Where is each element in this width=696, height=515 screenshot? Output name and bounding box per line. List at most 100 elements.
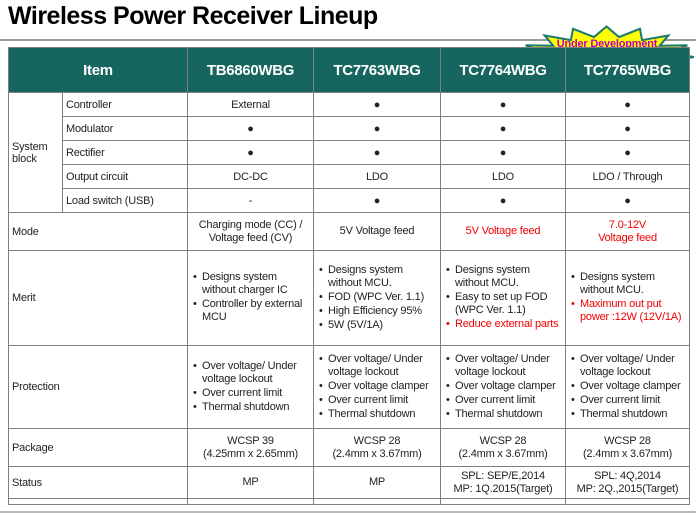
bullet-icon: • <box>446 264 450 276</box>
row-label-output-circuit: Output circuit <box>62 164 188 189</box>
stub-cell <box>187 498 314 505</box>
cell-modulator-2: ● <box>440 116 566 141</box>
product-lineup-table: Item TB6860WBG TC7763WBG TC7764WBG TC776… <box>8 47 690 505</box>
bullet-icon: • <box>319 263 323 276</box>
row-label-mode: Mode <box>8 212 188 251</box>
cell-merit-1: •Designs system without MCU.•FOD (WPC Ve… <box>313 250 441 346</box>
bullet-icon: • <box>319 290 323 303</box>
cell-output-1: LDO <box>313 164 441 189</box>
bullet-text: Reduce external parts <box>455 318 559 330</box>
cell-line: MP <box>242 476 259 488</box>
bullet-text: Designs system without MCU. <box>455 264 530 289</box>
bullet-item: • Thermal shutdown <box>444 408 562 421</box>
bullet-item: •Over voltage/ Under voltage lockout <box>444 353 562 379</box>
bullet-icon: • <box>319 352 323 365</box>
bullet-text: Controller by external MCU <box>202 298 303 323</box>
table-row-controller: System block Controller External ● ● ● <box>8 92 690 213</box>
bullet-item: •Thermal shutdown <box>569 408 686 421</box>
bullet-icon: • <box>193 400 197 413</box>
bullet-item: •Over voltage/ Under voltage lockout <box>317 353 437 379</box>
stub-cell <box>8 498 188 505</box>
bullet-icon: • <box>193 386 197 399</box>
cell-line: 5V Voltage feed <box>465 225 541 237</box>
bullet-icon: • <box>446 407 450 420</box>
bullet-icon: • <box>193 298 197 310</box>
cell-controller-3: ● <box>565 92 690 117</box>
cell-package-0: WCSP 39(4.25mm x 2.65mm) <box>187 428 314 467</box>
bullet-text: Thermal shutdown <box>455 407 543 420</box>
cell-protection-1: •Over voltage/ Under voltage lockout•Ove… <box>313 345 441 429</box>
header-product-tc7763wbg: TC7763WBG <box>313 47 441 93</box>
table-row-protection: Protection •Over voltage/ Under voltage … <box>8 345 690 429</box>
bullet-item: •Easy to set up FOD (WPC Ver. 1.1) <box>444 291 562 317</box>
bullet-text: Over voltage/ Under voltage lockout <box>580 352 675 378</box>
bullet-icon: • <box>319 407 323 420</box>
bullet-item: • Thermal shutdown <box>317 408 437 421</box>
cell-line: WCSP 39 <box>227 434 274 447</box>
cell-merit-2: • Designs system without MCU.•Easy to set… <box>440 250 566 346</box>
bullet-icon: • <box>571 298 575 310</box>
cell-line: WCSP 28 <box>353 434 401 447</box>
title-divider <box>0 39 696 41</box>
cell-controller-1: ● <box>313 92 441 117</box>
bullet-text: Over voltage clamper <box>328 379 429 392</box>
page-title: Wireless Power Receiver Lineup <box>8 2 378 30</box>
table-row-rectifier: Rectifier ● ● ● ● <box>9 140 690 165</box>
cell-line: Charging mode (CC) / <box>198 218 303 231</box>
bullet-icon: • <box>446 352 450 365</box>
cell-loadswitch-1: ● <box>313 188 441 213</box>
table-row-merit: Merit •Designs system without charger IC… <box>8 250 690 346</box>
header-item: Item <box>8 47 188 93</box>
bullet-item: •5W (5V/1A) <box>317 319 437 332</box>
cell-loadswitch-0: - <box>187 188 314 213</box>
header-product-tb6860wbg: TB6860WBG <box>187 47 314 93</box>
bullet-text: 5W (5V/1A) <box>328 318 383 331</box>
cell-output-2: LDO <box>440 164 566 189</box>
cell-protection-2: •Over voltage/ Under voltage lockout•Ove… <box>440 345 566 429</box>
bullet-text: Thermal shutdown <box>328 407 416 420</box>
bullet-item: • Over voltage clamper <box>317 380 437 393</box>
cell-line: (4.25mm x 2.65mm) <box>202 447 298 460</box>
bullet-item: • Designs system without MCU. <box>444 264 562 290</box>
bullet-item: •High Efficiency 95% <box>317 305 437 318</box>
bullet-item: •Designs system without charger IC <box>191 271 310 297</box>
bullet-item: •Reduce external parts <box>444 318 562 331</box>
cell-protection-3: • Over voltage/ Under voltage lockout •Ove… <box>565 345 690 429</box>
row-label-status: Status <box>8 466 188 499</box>
stub-cell <box>565 498 690 505</box>
cell-mode-2: 5V Voltage feed <box>440 212 566 251</box>
row-label-package: Package <box>8 428 188 467</box>
stub-cell <box>313 498 441 505</box>
bullet-icon: • <box>571 271 575 283</box>
stub-cell <box>440 498 566 505</box>
bullet-text: Over current limit <box>202 386 283 399</box>
cell-line: (2.4mm x 3.67mm) <box>582 447 673 460</box>
bullet-item: •Over current limit <box>317 394 437 407</box>
cell-merit-3: •Designs system without MCU.•Maximum out… <box>565 250 690 346</box>
bullet-text: Designs system without charger IC <box>202 271 288 296</box>
table-row-output-circuit: Output circuit DC-DC LDO LDO LDO / Throu… <box>9 164 690 189</box>
bullet-icon: • <box>571 407 575 420</box>
bullet-item: •Over voltage clamper <box>569 380 686 393</box>
bullet-icon: • <box>571 352 575 365</box>
cell-controller-0: External <box>187 92 314 117</box>
cell-line: SPL: 4Q,2014 <box>594 469 661 482</box>
bullet-item: •Over voltage clamper <box>444 380 562 393</box>
row-label-load-switch: Load switch (USB) <box>62 188 188 213</box>
cell-line: Voltage feed <box>598 231 657 244</box>
cell-loadswitch-2: ● <box>440 188 566 213</box>
cell-status-0: MP <box>187 466 314 499</box>
bullet-item: • Over voltage/ Under voltage lockout <box>569 353 686 379</box>
cell-merit-0: •Designs system without charger IC• Contr… <box>187 250 314 346</box>
bullet-text: Thermal shutdown <box>202 400 290 413</box>
bullet-icon: • <box>319 379 323 392</box>
cell-rectifier-2: ● <box>440 140 566 165</box>
row-label-protection: Protection <box>8 345 188 429</box>
table-row-modulator: Modulator ● ● ● ● <box>9 116 690 141</box>
bullet-item: •Maximum out put power :12W (12V/1A) <box>569 298 686 324</box>
bullet-item: • Controller by external MCU <box>191 298 310 324</box>
bullet-text: FOD (WPC Ver. 1.1) <box>328 290 425 303</box>
